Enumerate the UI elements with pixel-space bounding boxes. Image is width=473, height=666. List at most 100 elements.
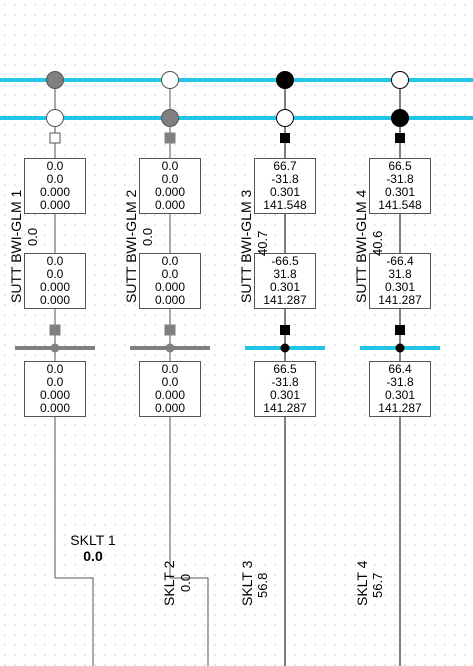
flow-value: 0.0 (161, 362, 179, 376)
feeder-1-local-bus-node (50, 343, 60, 353)
feeder-3-bottom-flow-box[interactable]: 66.5 -31.8 0.301 141.287 (254, 361, 316, 417)
feeder-2-load-value: 0.0 (178, 573, 193, 592)
flow-value: -31.8 (386, 375, 414, 389)
feeder-2-flow-label: 0.0 (140, 227, 155, 246)
load-name: SKLT 1 (70, 532, 116, 548)
flow-value: 0.0 (161, 172, 179, 186)
feeder-1-flow-label: 0.0 (25, 227, 40, 246)
flow-value: 141.548 (378, 198, 422, 212)
flow-value: 0.301 (384, 185, 416, 199)
feeder-2-bottom-flow-box[interactable]: 0.0 0.0 0.000 0.000 (139, 361, 201, 417)
flow-value: 0.0 (161, 375, 179, 389)
feeder-2-bus2-isolator[interactable] (161, 109, 179, 127)
flow-value: 0.0 (46, 267, 64, 281)
feeder-1-load-label[interactable]: SKLT 1 0.0 (58, 532, 128, 564)
feeder-2-breaker[interactable] (164, 132, 176, 144)
feeder-3-name-label[interactable]: SUTT BWI-GLM 3 (238, 189, 254, 303)
feeder-2-name-label[interactable]: SUTT BWI-GLM 2 (123, 189, 139, 303)
flow-value: 66.4 (388, 362, 412, 376)
flow-value: 66.5 (388, 159, 412, 173)
flow-value: 141.548 (263, 198, 307, 212)
flow-value: 141.287 (263, 293, 307, 307)
feeder-1-lower-breaker[interactable] (49, 324, 61, 336)
flow-value: 31.8 (273, 267, 297, 281)
feeder-3-lower-breaker[interactable] (280, 325, 290, 335)
feeder-2-mid-flow-box[interactable]: 0.0 0.0 0.000 0.000 (139, 253, 201, 309)
feeder-2-local-bus-node (165, 343, 175, 353)
flow-value: 0.000 (39, 198, 71, 212)
feeder-4-local-bus-node (395, 343, 405, 353)
feeder-4-breaker[interactable] (395, 133, 405, 143)
flow-value: 141.287 (378, 401, 422, 415)
flow-value: 0.000 (154, 293, 186, 307)
flow-value: 0.000 (39, 280, 71, 294)
flow-value: 0.000 (154, 280, 186, 294)
feeder-4-lower-breaker[interactable] (395, 325, 405, 335)
feeder-4-mid-flow-box[interactable]: -66.4 31.8 0.301 141.287 (369, 253, 431, 309)
flow-value: -31.8 (271, 172, 299, 186)
flow-value: 0.000 (39, 401, 71, 415)
flow-value: 0.0 (46, 172, 64, 186)
feeder-1-bottom-flow-box[interactable]: 0.0 0.0 0.000 0.000 (24, 361, 86, 417)
feeder-4-bottom-flow-box[interactable]: 66.4 -31.8 0.301 141.287 (369, 361, 431, 417)
feeder-3-load-name[interactable]: SKLT 3 (239, 560, 255, 606)
flow-value: -66.4 (386, 254, 414, 268)
flow-value: 141.287 (378, 293, 422, 307)
flow-value: 0.000 (39, 185, 71, 199)
flow-value: 0.301 (269, 185, 301, 199)
feeder-4-bus2-isolator[interactable] (391, 109, 409, 127)
load-value: 0.0 (83, 548, 103, 564)
feeder-2-load-name[interactable]: SKLT 2 (161, 560, 177, 606)
feeder-1-name-label[interactable]: SUTT BWI-GLM 1 (8, 189, 24, 303)
feeder-1-outgoing-line (55, 577, 94, 666)
feeder-2-lower-breaker[interactable] (164, 324, 176, 336)
feeder-3-flow-label: 40.7 (255, 230, 270, 256)
flow-value: 0.0 (46, 362, 64, 376)
flow-value: 0.0 (46, 159, 64, 173)
feeder-4-top-flow-box[interactable]: 66.5 -31.8 0.301 141.548 (369, 158, 431, 214)
feeder-4-load-value: 56.7 (370, 572, 385, 598)
flow-value: -31.8 (386, 172, 414, 186)
feeder-3-local-bus-node (280, 343, 290, 353)
flow-value: 0.0 (46, 375, 64, 389)
feeder-2-top-flow-box[interactable]: 0.0 0.0 0.000 0.000 (139, 158, 201, 214)
feeder-2 (130, 71, 210, 666)
feeder-1-top-flow-box[interactable]: 0.0 0.0 0.000 0.000 (24, 158, 86, 214)
flow-value: 0.0 (161, 254, 179, 268)
feeder-3-breaker[interactable] (280, 133, 290, 143)
flow-value: 0.000 (154, 401, 186, 415)
flow-value: 0.301 (384, 388, 416, 402)
feeder-3-load-value: 56.8 (255, 572, 270, 598)
feeder-1-mid-flow-box[interactable]: 0.0 0.0 0.000 0.000 (24, 253, 86, 309)
flow-value: 0.000 (154, 388, 186, 402)
feeder-3-bus2-isolator[interactable] (276, 109, 294, 127)
feeder-2-bus1-isolator[interactable] (161, 71, 179, 89)
flow-value: 66.7 (273, 159, 297, 173)
flow-value: 0.301 (269, 280, 301, 294)
feeder-3-top-flow-box[interactable]: 66.7 -31.8 0.301 141.548 (254, 158, 316, 214)
feeder-2-outgoing-line (170, 577, 209, 666)
flow-value: 0.301 (269, 388, 301, 402)
flow-value: 0.301 (384, 280, 416, 294)
flow-value: 0.000 (154, 185, 186, 199)
flow-value: -31.8 (271, 375, 299, 389)
feeder-1-bus1-isolator[interactable] (46, 71, 64, 89)
feeder-4-name-label[interactable]: SUTT BWI-GLM 4 (353, 189, 369, 303)
flow-value: 66.5 (273, 362, 297, 376)
flow-value: 141.287 (263, 401, 307, 415)
flow-value: -66.5 (271, 254, 299, 268)
feeder-4-load-name[interactable]: SKLT 4 (354, 560, 370, 606)
feeder-1 (15, 71, 95, 666)
feeder-4-bus1-isolator[interactable] (391, 71, 409, 89)
feeder-1-breaker[interactable] (49, 132, 61, 144)
flow-value: 0.000 (39, 388, 71, 402)
feeder-3-mid-flow-box[interactable]: -66.5 31.8 0.301 141.287 (254, 253, 316, 309)
feeder-1-bus2-isolator[interactable] (46, 109, 64, 127)
flow-value: 31.8 (388, 267, 412, 281)
flow-value: 0.000 (154, 198, 186, 212)
feeder-4-flow-label: 40.6 (370, 230, 385, 256)
flow-value: 0.0 (46, 254, 64, 268)
flow-value: 0.000 (39, 293, 71, 307)
feeder-3-bus1-isolator[interactable] (276, 71, 294, 89)
